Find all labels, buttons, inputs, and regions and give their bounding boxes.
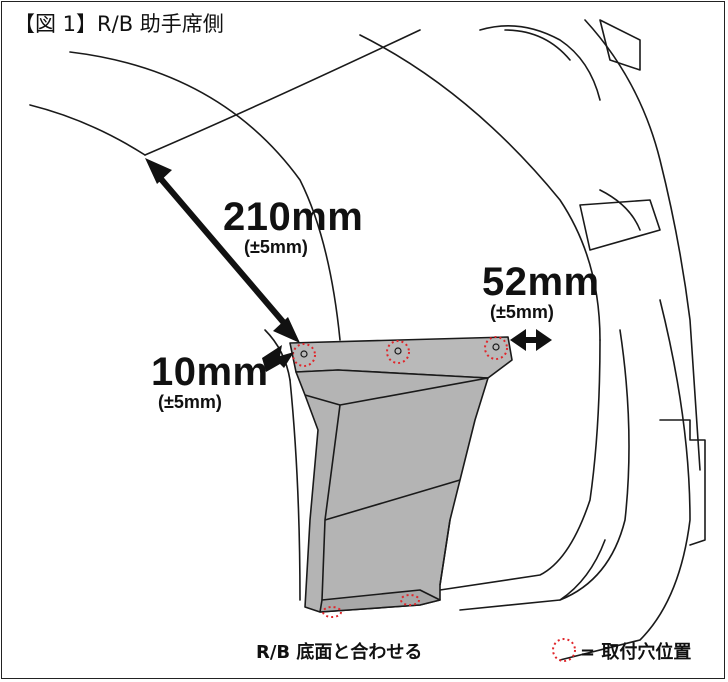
- legend-marker-icon: [552, 638, 576, 662]
- body-roof-line: [144, 29, 421, 156]
- rear-structure-1: [584, 19, 701, 471]
- bolt-hole: [492, 343, 500, 351]
- rear-structure-3: [599, 189, 641, 231]
- dimension-arrow-210: [145, 158, 300, 343]
- mud-flap-body: [295, 369, 489, 613]
- dimension-top-tolerance: (±5mm): [244, 237, 308, 257]
- figure-caption: R/B 底面と合わせる: [256, 642, 423, 663]
- tailgate-inner: [504, 29, 571, 61]
- mud-flap-bottom-rim: [319, 589, 441, 613]
- mount-hole-marker: [400, 594, 420, 606]
- bumper-line-2: [459, 329, 630, 611]
- dimension-arrow-52: [510, 329, 552, 351]
- bumper-step: [659, 419, 706, 546]
- bumper-line-3: [559, 299, 691, 661]
- bumper-line-1: [439, 339, 601, 591]
- dimension-top-value: 210mm: [223, 195, 364, 239]
- dimension-right-value: 52mm: [482, 260, 600, 304]
- bolt-hole: [394, 347, 402, 355]
- bumper-inner: [559, 539, 606, 601]
- wheel-arch-line: [359, 34, 601, 341]
- dimension-right-tolerance: (±5mm): [490, 302, 554, 322]
- legend-label: = 取付穴位置: [580, 642, 692, 663]
- mount-hole-marker: [484, 336, 508, 360]
- mud-flap-fold-3: [324, 479, 461, 521]
- body-arc-upper: [69, 51, 341, 341]
- dimension-left-tolerance: (±5mm): [158, 392, 222, 412]
- mud-flap: [289, 336, 513, 613]
- mud-flap-fold-4: [439, 519, 451, 586]
- mount-hole-marker: [292, 343, 316, 367]
- side-body-edge: [289, 379, 301, 601]
- dimension-arrow-10: [262, 345, 294, 372]
- mount-hole-marker: [322, 606, 342, 618]
- tailgate-top: [479, 25, 601, 101]
- lamp-top: [599, 19, 641, 71]
- rear-structure-2: [579, 199, 661, 251]
- figure-title: 【図 1】R/B 助手席側: [14, 12, 224, 36]
- body-outline: [29, 104, 146, 156]
- side-body-edge-2: [264, 329, 291, 381]
- dimension-left-value: 10mm: [151, 350, 269, 394]
- mount-hole-marker: [386, 340, 410, 364]
- bolt-hole: [300, 350, 308, 358]
